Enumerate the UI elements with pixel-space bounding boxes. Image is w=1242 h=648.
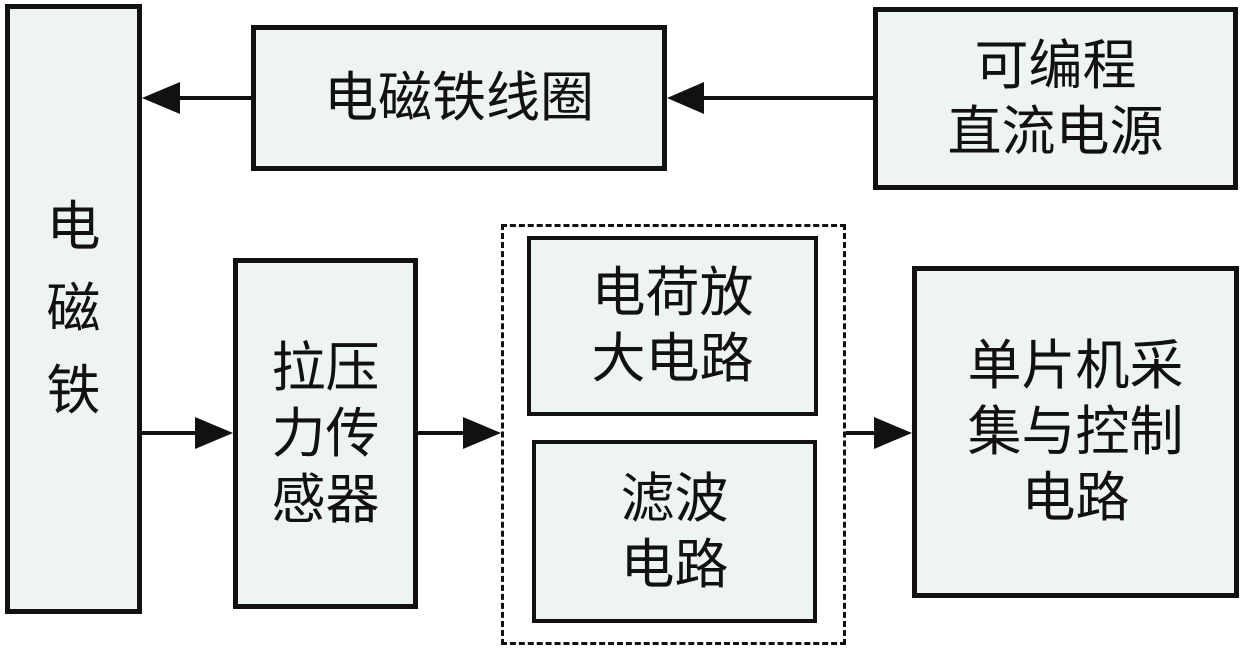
node-coil: 电磁铁线圈 (251, 25, 667, 171)
arrowhead-group-to-mcu (874, 417, 912, 449)
node-coil-label: 电磁铁线圈 (324, 66, 594, 129)
node-power-supply: 可编程 直流电源 (873, 7, 1238, 190)
node-charge-amplifier-label: 电荷放 大电路 (591, 261, 754, 390)
node-charge-amplifier: 电荷放 大电路 (527, 236, 818, 416)
node-filter-label: 滤波 电路 (620, 466, 729, 596)
node-force-sensor: 拉压 力传 感器 (233, 258, 418, 609)
node-force-sensor-label: 拉压 力传 感器 (271, 335, 380, 531)
arrowhead-power-to-coil (667, 82, 704, 114)
arrowhead-sensor-to-group (463, 417, 501, 449)
node-mcu: 单片机采 集与控制 电路 (912, 266, 1239, 598)
node-filter: 滤波 电路 (532, 440, 817, 623)
arrowhead-coil-to-electromagnet (142, 82, 180, 114)
node-power-supply-label: 可编程 直流电源 (947, 33, 1164, 163)
node-electromagnet: 电 磁 铁 (5, 4, 142, 614)
node-electromagnet-label: 电 磁 铁 (46, 195, 101, 422)
node-mcu-label: 单片机采 集与控制 电路 (967, 334, 1184, 529)
signal-group-dashed-box (501, 224, 846, 645)
arrowhead-electromagnet-to-sensor (195, 417, 233, 449)
